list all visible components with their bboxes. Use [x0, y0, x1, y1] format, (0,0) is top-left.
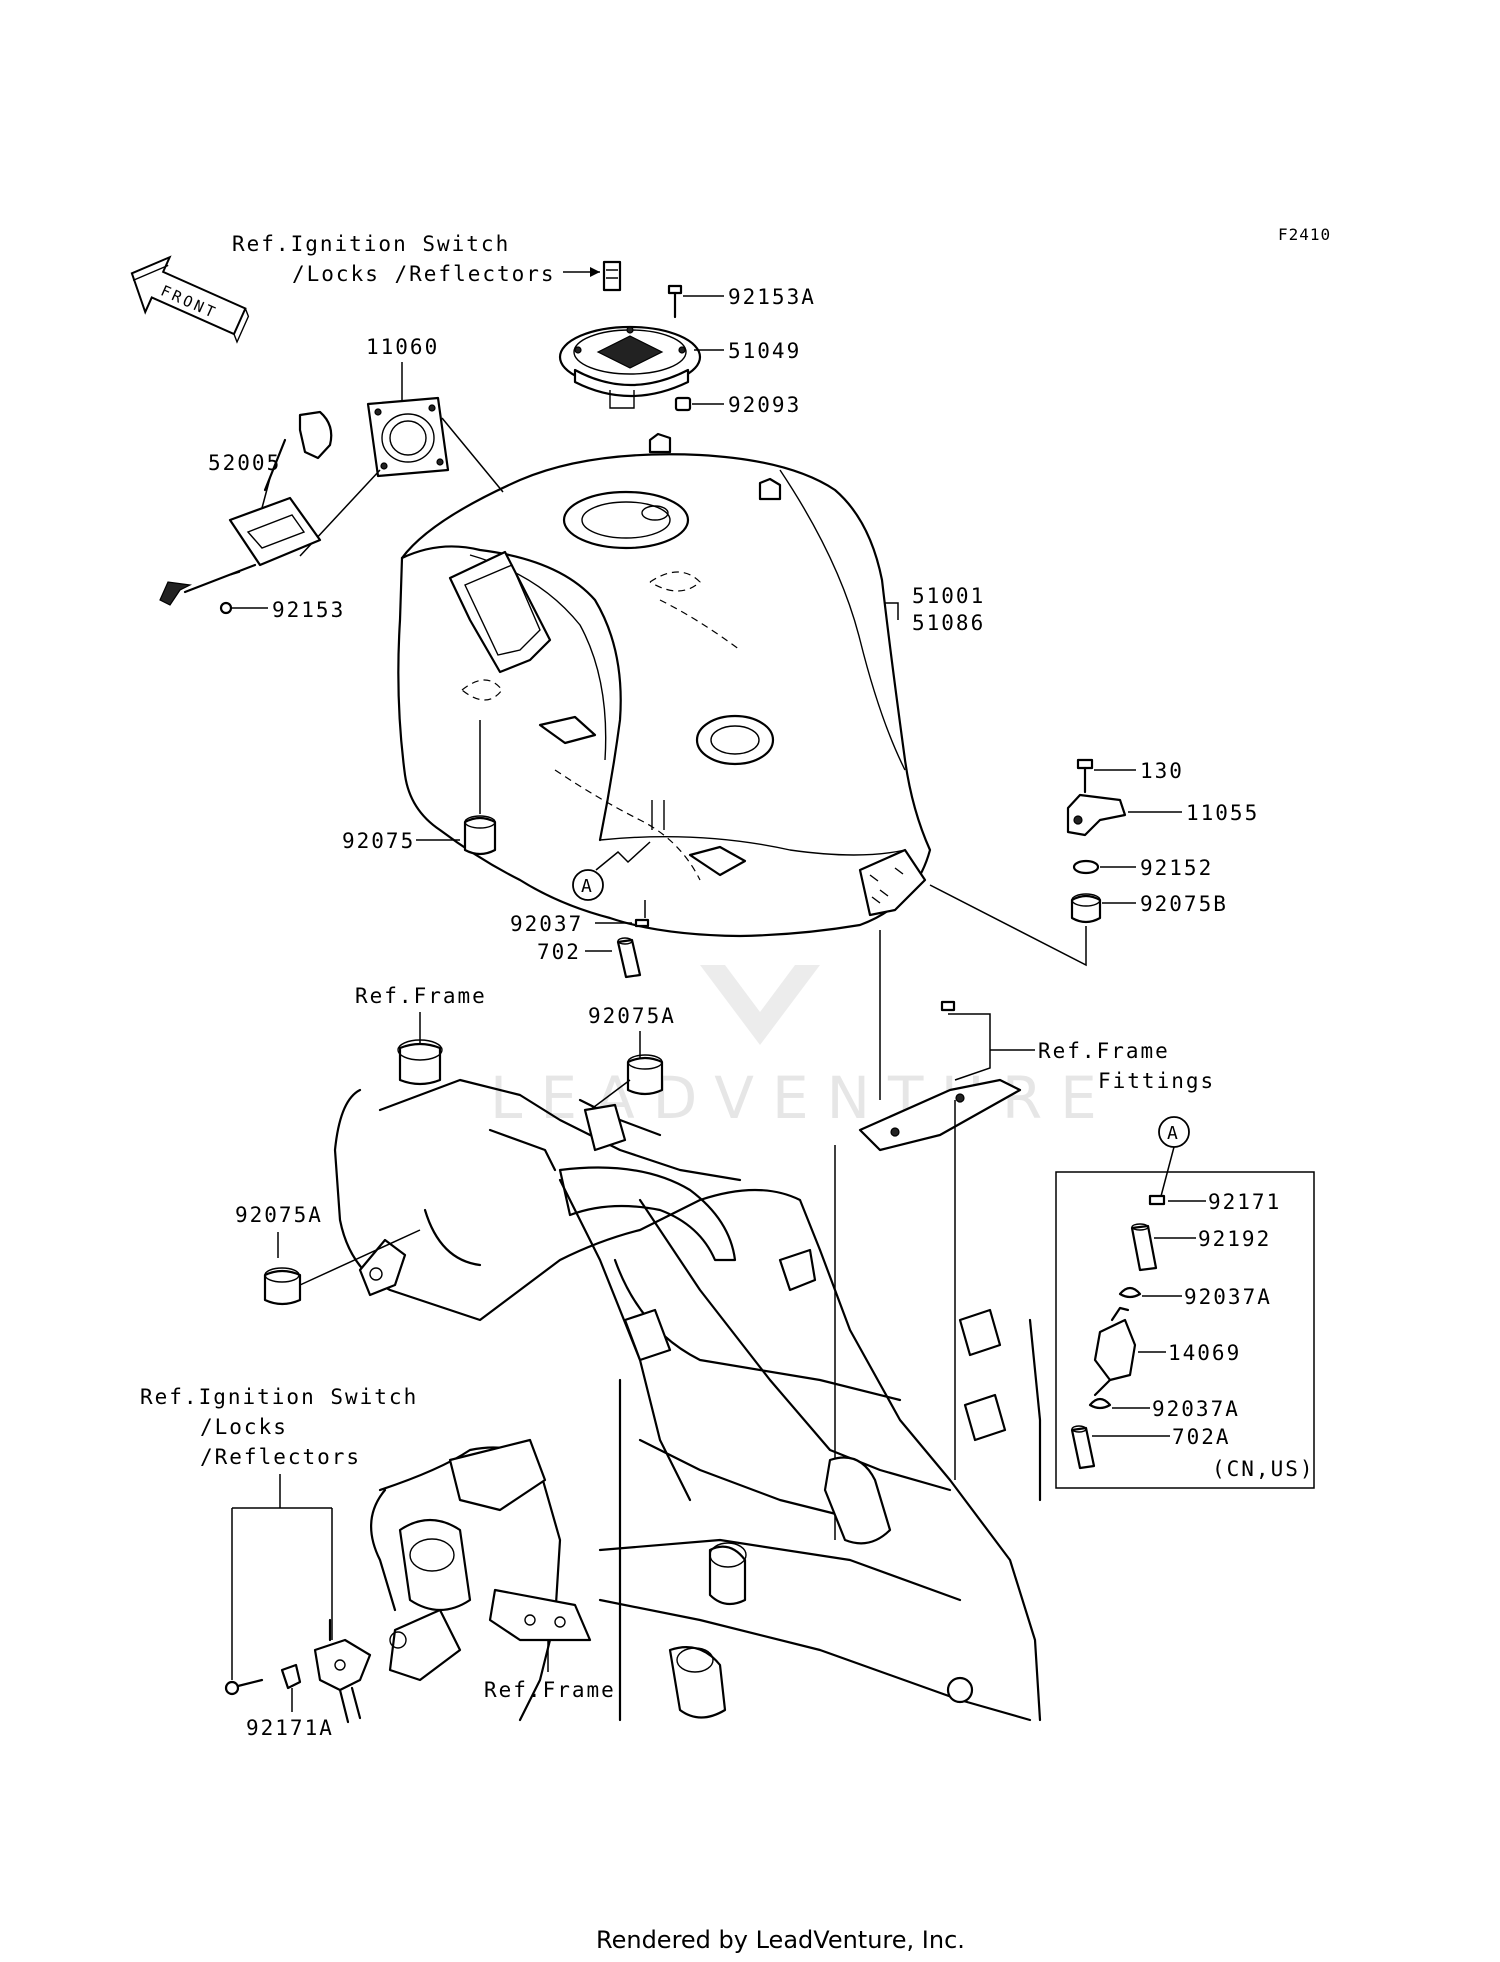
part-92075A-left: 92075A — [235, 1203, 323, 1227]
inset-marker: A — [1167, 1123, 1179, 1144]
clamp-92037A-lower — [1088, 1397, 1112, 1410]
part-130: 130 — [1140, 759, 1184, 783]
leader-line — [589, 1079, 631, 1111]
bracket-11055 — [1066, 793, 1127, 837]
part-11055: 11055 — [1186, 801, 1259, 825]
damper-92075A-top — [626, 1054, 664, 1096]
cap-92171 — [1148, 1194, 1166, 1206]
inset-part-92171: 92171 — [1208, 1190, 1281, 1214]
fuel-pump-52005 — [159, 410, 333, 606]
switch-assembly — [313, 1618, 372, 1724]
ref-frame-bottom: Ref.Frame — [484, 1678, 616, 1702]
part-51001: 51001 — [912, 584, 985, 608]
inset-box: A 92171 92192 92037A 14069 92037A 702A (… — [1055, 1116, 1315, 1489]
ref-ignition-top-line2: /Locks /Reflectors — [292, 262, 556, 286]
washer-92152 — [1072, 859, 1100, 875]
svg-text:A: A — [581, 876, 593, 897]
valve-14069 — [1093, 1306, 1137, 1397]
part-92075A-top: 92075A — [588, 1004, 676, 1028]
gasket-11060 — [366, 396, 450, 478]
part-92075B: 92075B — [1140, 892, 1228, 916]
steering-head-section — [370, 1438, 592, 1722]
callout-a-marker: A — [572, 869, 604, 901]
part-92037: 92037 — [510, 912, 583, 936]
ref-ignition-bot-line3: /Reflectors — [200, 1445, 361, 1469]
part-702: 702 — [537, 940, 581, 964]
bolt-bottom-left — [224, 1678, 264, 1696]
motorcycle-frame — [333, 1039, 1042, 1722]
leader-line — [948, 1013, 1035, 1081]
ref-ignition-bot-line2: /Locks — [200, 1415, 288, 1439]
hose-702 — [616, 937, 642, 979]
tap-92171A — [280, 1663, 302, 1690]
part-92153: 92153 — [272, 598, 345, 622]
fuel-tank — [397, 432, 932, 938]
footer-credit: Rendered by LeadVenture, Inc. — [596, 1926, 965, 1954]
key-cylinder — [602, 260, 622, 292]
leader-line — [834, 930, 956, 1540]
inset-part-702A: 702A — [1172, 1425, 1231, 1449]
diagram-code: F2410 — [1278, 225, 1331, 244]
leader-line — [885, 602, 899, 620]
part-92152: 92152 — [1140, 856, 1213, 880]
bolt-130 — [1076, 758, 1094, 794]
ref-frame-mid: Ref.Frame — [355, 984, 487, 1008]
hose-702A — [1070, 1426, 1096, 1470]
part-11060: 11060 — [366, 335, 439, 359]
inset-note: (CN,US) — [1212, 1457, 1315, 1481]
nut-92093 — [674, 396, 692, 412]
inset-part-92192: 92192 — [1198, 1227, 1271, 1251]
hose-92192 — [1130, 1224, 1158, 1272]
inset-part-14069: 14069 — [1168, 1341, 1241, 1365]
part-92093: 92093 — [728, 393, 801, 417]
part-51086: 51086 — [912, 611, 985, 635]
ref-frame-fittings-line2: Fittings — [1098, 1069, 1215, 1093]
part-92075: 92075 — [342, 829, 415, 853]
inset-part-92037A-1: 92037A — [1184, 1285, 1272, 1309]
damper-92075A-left — [263, 1267, 302, 1306]
damper-92075 — [463, 815, 497, 856]
part-92153A: 92153A — [728, 285, 816, 309]
part-92171A: 92171A — [246, 1716, 334, 1740]
leader-line — [231, 1474, 333, 1680]
inset-part-92037A-2: 92037A — [1152, 1397, 1240, 1421]
watermark-text: LEADVENTURE — [490, 1064, 1115, 1132]
frame-fitting-bracket — [858, 1000, 1022, 1152]
bolt-92153A — [667, 284, 683, 319]
clip-92037 — [634, 918, 650, 928]
ref-ignition-top-line1: Ref.Ignition Switch — [232, 232, 510, 256]
part-51049: 51049 — [728, 339, 801, 363]
clamp-92037A-upper — [1118, 1286, 1142, 1299]
ref-frame-fittings-line1: Ref.Frame — [1038, 1039, 1170, 1063]
front-arrow-icon: FRONT — [130, 255, 250, 344]
damper-92075B — [1070, 893, 1102, 924]
leader-line — [595, 841, 651, 871]
leader-line — [929, 884, 1087, 967]
fuel-cap-51049 — [558, 325, 702, 409]
leader-line — [441, 417, 504, 493]
leader-line — [299, 1229, 421, 1286]
ref-ignition-bot-line1: Ref.Ignition Switch — [140, 1385, 418, 1409]
watermark: LEADVENTURE — [490, 965, 1115, 1132]
screw-92153 — [219, 601, 233, 615]
part-52005: 52005 — [208, 451, 281, 475]
